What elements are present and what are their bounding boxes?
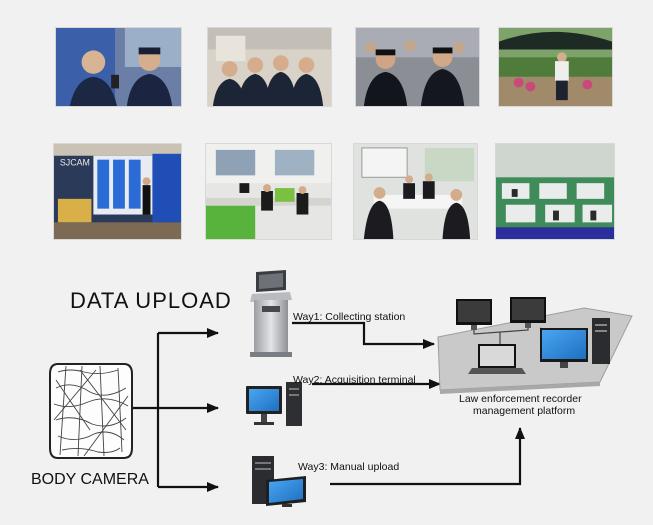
desktop-computer-icon — [246, 382, 302, 426]
body-camera-label: BODY CAMERA — [31, 471, 149, 488]
connection-lines — [131, 321, 525, 492]
photo-police-officers — [55, 27, 182, 107]
photo-office-desks — [205, 143, 332, 240]
photo-police-crowd — [355, 27, 480, 107]
photo-meeting-room-icon — [354, 144, 477, 239]
photo-office-desks-icon — [206, 144, 331, 239]
photo-meeting-room — [353, 143, 478, 240]
body-camera-icon — [49, 363, 133, 459]
photo-officers-group — [207, 27, 332, 107]
monitor-tower-icon — [252, 456, 306, 507]
arrow-way1-platform — [292, 321, 435, 349]
kiosk-icon — [250, 270, 292, 357]
management-platform-icon — [437, 297, 633, 394]
way3-label: Way3: Manual upload — [298, 461, 400, 473]
way2-label: Way2: Acquisition terminal — [293, 374, 416, 386]
photo-police-crowd-icon — [356, 28, 479, 106]
photo-officer-park — [498, 27, 613, 107]
platform-label-line1: Law enforcement recorder — [459, 393, 582, 405]
svg-text:SJCAM: SJCAM — [60, 158, 90, 168]
way1-label: Way1: Collecting station — [293, 311, 406, 323]
photo-police-officers-icon — [56, 28, 181, 106]
photo-camera-store: SJCAM — [53, 143, 182, 240]
platform-label-line2: management platform — [473, 405, 576, 417]
arrow-way3-platform — [330, 427, 525, 486]
photo-officer-park-icon — [499, 28, 612, 106]
photo-officers-group-icon — [208, 28, 331, 106]
diagram-title: DATA UPLOAD — [70, 288, 232, 313]
photo-computer-lab-icon — [496, 144, 614, 239]
photo-computer-lab — [495, 143, 615, 240]
photo-camera-store-icon: SJCAM — [54, 144, 181, 239]
